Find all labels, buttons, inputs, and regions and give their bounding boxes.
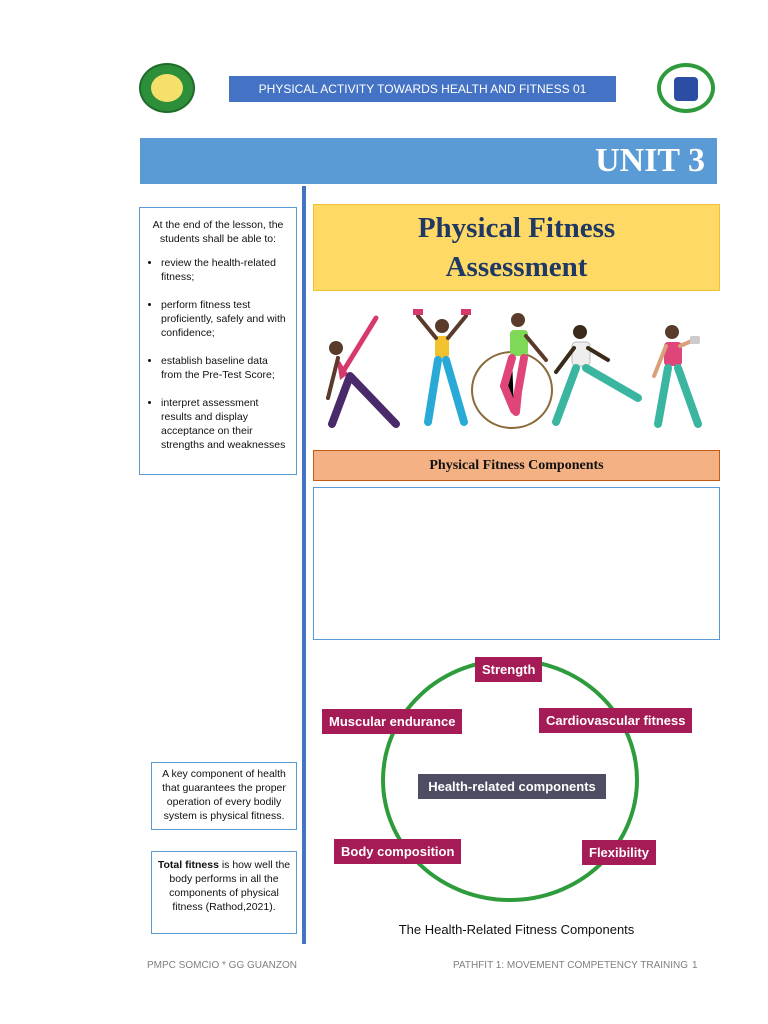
people-exercising-illustration	[326, 309, 702, 429]
university-seal-icon	[657, 63, 715, 113]
component-body-composition: Body composition	[334, 839, 462, 864]
exercising-person-3	[471, 313, 553, 429]
component-flexibility: Flexibility	[582, 840, 656, 865]
content-box	[313, 487, 720, 640]
objective-item: establish baseline data from the Pre-Tes…	[161, 354, 288, 382]
unit-bar: UNIT 3	[140, 138, 717, 184]
total-fitness-term: Total fitness	[157, 859, 219, 871]
exercising-person-5	[652, 325, 702, 428]
total-fitness-note: Total fitness is how well the body perfo…	[151, 851, 297, 934]
footer-authors: PMPC SOMCIO * GG GUANZON	[147, 960, 298, 971]
objective-item: interpret assessment results and display…	[161, 396, 288, 452]
fitness-definition-note: A key component of health that guarantee…	[151, 762, 297, 830]
total-fitness-definition: is how well the body performs in all the…	[169, 859, 291, 913]
objective-item: perform fitness test proficiently, safel…	[161, 298, 288, 340]
objective-item: review the health-related fitness;	[161, 256, 288, 284]
exercising-person-2	[413, 309, 471, 426]
diagram-center-label: Health-related components	[418, 774, 606, 799]
learning-objectives: At the end of the lesson, the students s…	[139, 207, 297, 475]
exercising-person-4	[552, 325, 642, 426]
page-title: Physical Fitness Assessment	[313, 204, 720, 291]
component-cardiovascular-fitness: Cardiovascular fitness	[539, 708, 693, 733]
diagram-caption: The Health-Related Fitness Components	[398, 922, 635, 937]
column-divider	[302, 186, 306, 944]
objectives-list: review the health-related fitness; perfo…	[148, 256, 288, 452]
component-strength: Strength	[475, 657, 543, 682]
page-number: 1	[692, 960, 698, 971]
objectives-intro: At the end of the lesson, the students s…	[152, 219, 284, 245]
components-heading: Physical Fitness Components	[313, 450, 720, 481]
exercising-person-1	[326, 315, 400, 428]
title-line-2: Assessment	[445, 251, 588, 283]
component-muscular-endurance: Muscular endurance	[322, 709, 463, 734]
course-banner: PHYSICAL ACTIVITY TOWARDS HEALTH AND FIT…	[229, 76, 616, 102]
school-seal-icon	[139, 63, 195, 113]
title-line-1: Physical Fitness	[417, 212, 616, 244]
footer-course: PATHFIT 1: MOVEMENT COMPETENCY TRAINING	[453, 960, 689, 971]
unit-title: UNIT 3	[595, 142, 705, 179]
